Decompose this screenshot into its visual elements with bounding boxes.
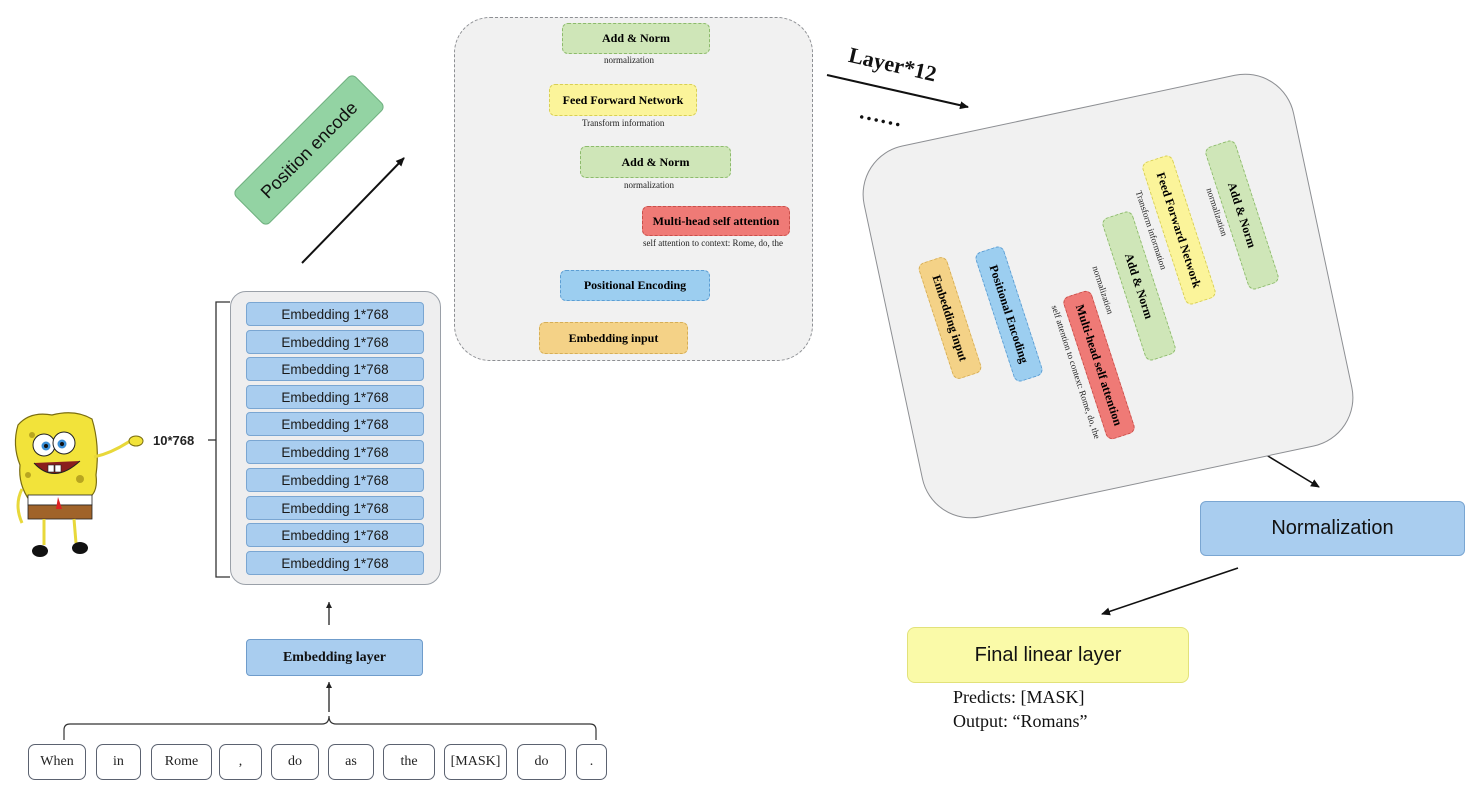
embedding-row: Embedding 1*768	[246, 412, 424, 436]
embedding-row: Embedding 1*768	[246, 385, 424, 409]
embedding-input-box: Embedding input	[539, 322, 688, 354]
add-norm-top-caption: normalization	[604, 55, 654, 65]
arrow-to-final-linear	[1101, 567, 1239, 616]
ffn-box: Feed Forward Network	[549, 84, 697, 116]
add-norm-top-box: Add & Norm	[562, 23, 710, 54]
token-do-2: do	[517, 744, 566, 780]
embedding-row: Embedding 1*768	[246, 330, 424, 354]
token-when: When	[28, 744, 86, 780]
ffn-caption: Transform information	[582, 118, 665, 128]
arrow-layer-repeat	[826, 74, 969, 110]
add-norm-mid-box: Add & Norm	[580, 146, 731, 178]
final-linear-layer-box: Final linear layer	[907, 627, 1189, 683]
predicts-text: Predicts: [MASK]	[953, 687, 1085, 707]
embedding-row: Embedding 1*768	[246, 302, 424, 326]
token-rome: Rome	[151, 744, 212, 780]
encoder-layer-panel	[454, 17, 813, 361]
arrow-position-encode	[301, 157, 405, 264]
normalization-box: Normalization	[1200, 501, 1465, 556]
token-do: do	[271, 744, 319, 780]
mhsa-caption: self attention to context: Rome, do, the	[643, 238, 783, 248]
output-text: Output: “Romans”	[953, 711, 1088, 731]
add-norm-mid-caption: normalization	[624, 180, 674, 190]
token-period: .	[576, 744, 607, 780]
token-comma: ,	[219, 744, 262, 780]
embedding-layer-box: Embedding layer	[246, 639, 423, 676]
mhsa-box: Multi-head self attention	[642, 206, 790, 236]
token-the: the	[383, 744, 435, 780]
cartoon-character-image	[14, 412, 144, 557]
token-as: as	[328, 744, 374, 780]
embedding-row: Embedding 1*768	[246, 440, 424, 464]
embedding-row: Embedding 1*768	[246, 523, 424, 547]
embedding-row: Embedding 1*768	[246, 468, 424, 492]
matrix-bracket	[215, 301, 230, 578]
token-mask: [MASK]	[444, 744, 507, 780]
embedding-row: Embedding 1*768	[246, 551, 424, 575]
token-in: in	[96, 744, 141, 780]
embedding-row: Embedding 1*768	[246, 357, 424, 381]
embedding-row: Embedding 1*768	[246, 496, 424, 520]
matrix-size-label: 10*768	[153, 433, 195, 448]
positional-encoding-box: Positional Encoding	[560, 270, 710, 301]
token-brace	[63, 715, 597, 740]
